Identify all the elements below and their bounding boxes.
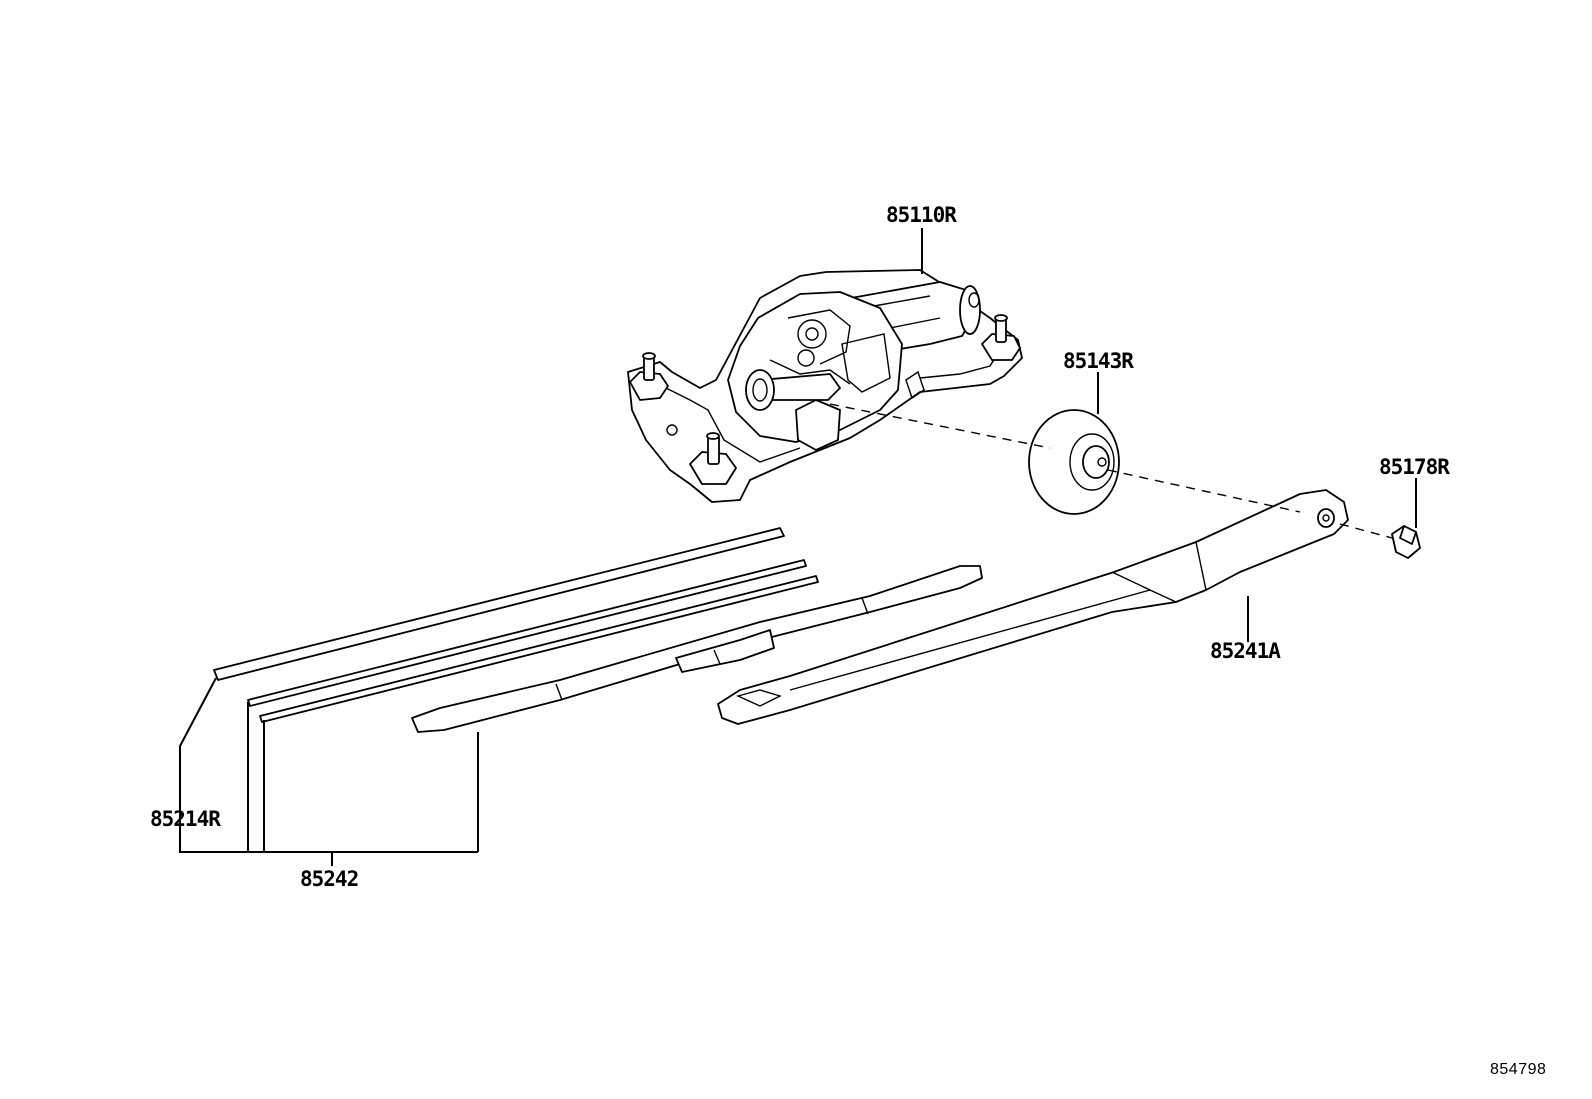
diagram-ref-number: 854798 [1490, 1061, 1546, 1078]
wiper-arm-icon [717, 489, 1349, 725]
blade-rubber-icon [213, 527, 819, 723]
part-label-rubber: 85214R [150, 807, 221, 831]
part-label-cap: 85143R [1063, 349, 1134, 373]
part-label-nut: 85178R [1379, 455, 1450, 479]
part-label-motor: 85110R [886, 203, 957, 227]
wiper-motor-icon [627, 269, 1023, 503]
hex-nut-icon [1391, 525, 1421, 559]
leader-lines [179, 228, 1417, 866]
part-label-arm: 85241A [1210, 639, 1281, 663]
part-label-blade: 85242 [300, 867, 358, 891]
pivot-cap-icon [1028, 409, 1120, 515]
wiper-blade-icon [411, 565, 983, 733]
assembly-axis [829, 403, 1393, 539]
